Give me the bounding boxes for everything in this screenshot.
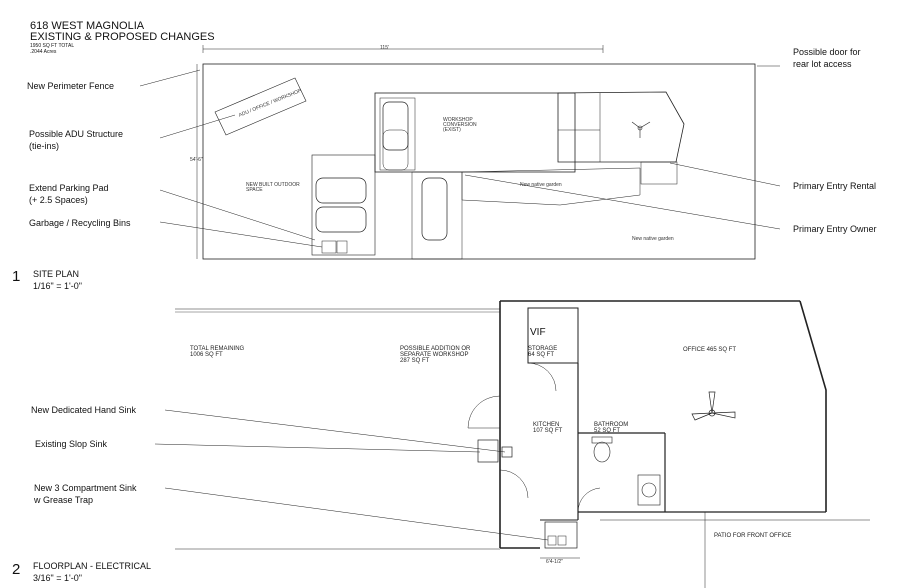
site-plan-scale: 1/16" = 1'-0" xyxy=(33,281,82,291)
room-kitchen: KITCHEN xyxy=(533,422,560,428)
room-addition-workshop: SEPARATE WORKSHOP xyxy=(400,352,469,358)
note-outdoor-2: SPACE xyxy=(246,187,263,193)
sq-ft-total: 1950 SQ FT TOTAL xyxy=(30,43,75,49)
site-plan-number: 1 xyxy=(12,268,21,285)
label-adu-structure: Possible ADU Structure xyxy=(29,129,124,139)
acreage: .2044 Acres xyxy=(30,49,57,55)
label-hand-sink: New Dedicated Hand Sink xyxy=(31,405,137,415)
room-storage-sqft: 64 SQ FT xyxy=(528,352,555,358)
site-plan-title: SITE PLAN xyxy=(33,269,80,279)
room-addition-sqft: 287 SQ FT xyxy=(400,358,430,364)
room-storage: STORAGE xyxy=(528,346,558,352)
room-kitchen-sqft: 107 SQ FT xyxy=(533,428,563,434)
room-total-remaining: TOTAL REMAINING xyxy=(190,346,245,352)
label-primary-entry-owner: Primary Entry Owner xyxy=(793,224,877,234)
room-bathroom-sqft: 52 SQ FT xyxy=(594,428,621,434)
note-workshop-3: (EXIST) xyxy=(443,127,461,133)
label-parking-spaces: (+ 2.5 Spaces) xyxy=(29,195,88,205)
note-native-garden-1: New native garden xyxy=(520,182,562,188)
room-vif: VIF xyxy=(530,327,546,338)
label-rear-lot-access: rear lot access xyxy=(793,59,852,69)
room-addition: POSSIBLE ADDITION OR xyxy=(400,346,471,352)
floor-dim-bottom: 6'4-1/2" xyxy=(546,559,563,565)
property-boundary xyxy=(202,63,756,260)
floor-plan-number: 2 xyxy=(12,561,21,578)
room-total-remaining-sqft: 1006 SQ FT xyxy=(190,352,223,358)
label-new-perimeter-fence: New Perimeter Fence xyxy=(27,81,115,91)
label-parking-pad: Extend Parking Pad xyxy=(29,183,109,193)
floor-plan-scale: 3/16" = 1'-0" xyxy=(33,573,82,583)
label-3-compartment-sink: New 3 Compartment Sink xyxy=(34,483,137,493)
note-outdoor-1: NEW BUILT OUTDOOR xyxy=(246,182,300,188)
site-dim-top: 115' xyxy=(380,45,389,51)
label-primary-entry-rental: Primary Entry Rental xyxy=(793,181,877,191)
project-title: 618 WEST MAGNOLIA xyxy=(30,20,145,32)
room-office: OFFICE 465 SQ FT xyxy=(683,347,737,353)
note-workshop-1: WORKSHOP xyxy=(443,117,473,123)
label-possible-door: Possible door for xyxy=(793,47,861,57)
site-dim-side: 54'-6" xyxy=(190,157,203,163)
room-patio: PATIO FOR FRONT OFFICE xyxy=(714,533,792,539)
label-slop-sink: Existing Slop Sink xyxy=(35,439,108,449)
label-adu-tie-ins: (tie-ins) xyxy=(29,141,60,151)
label-garbage-bins: Garbage / Recycling Bins xyxy=(29,218,131,228)
note-workshop-2: CONVERSION xyxy=(443,122,477,128)
project-subtitle: EXISTING & PROPOSED CHANGES xyxy=(30,31,215,43)
label-grease-trap: w Grease Trap xyxy=(34,495,94,505)
room-bathroom: BATHROOM xyxy=(594,422,629,428)
note-native-garden-2: New native garden xyxy=(632,236,674,242)
floor-plan-title: FLOORPLAN - ELECTRICAL xyxy=(33,561,152,571)
